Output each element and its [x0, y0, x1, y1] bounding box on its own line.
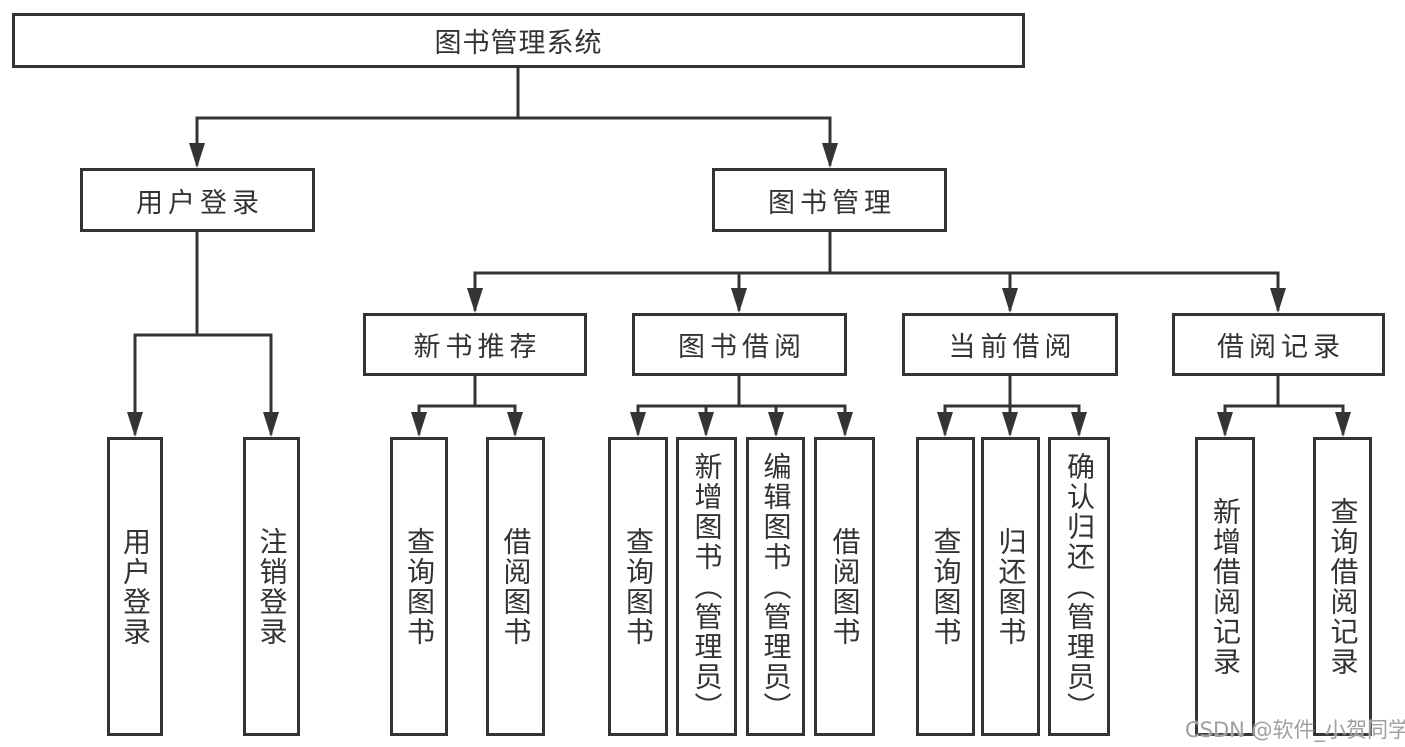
node-current-borrowing: 当前借阅 [902, 313, 1118, 376]
arrow-down-icon [467, 288, 483, 313]
arrow-down-icon [1002, 288, 1018, 313]
leaf-borrow-books-recommend: 借阅图书 [486, 437, 545, 736]
leaf-user-login: 用户登录 [107, 437, 163, 736]
leaf-query-books-current: 查询图书 [916, 437, 975, 736]
arrow-down-icon [731, 288, 747, 313]
node-label: 图书管理 [768, 187, 896, 219]
leaf-edit-books-admin: 编辑图书（管理员） [746, 437, 805, 736]
node-label: 新书推荐 [413, 332, 542, 363]
leaf-borrow-books-borrowing: 借阅图书 [814, 437, 875, 736]
leaf-add-borrow-record: 新增借阅记录 [1195, 437, 1255, 736]
arrow-down-icon [1335, 412, 1351, 437]
arrow-down-icon [837, 412, 853, 437]
node-user-login: 用户登录 [80, 168, 315, 232]
connector-lines [133, 66, 1345, 435]
leaf-query-books-recommend: 查询图书 [390, 437, 448, 736]
arrow-down-icon [127, 412, 143, 437]
arrow-down-icon [1270, 288, 1286, 313]
node-label: 借阅图书 [499, 526, 533, 647]
arrow-down-icon [822, 143, 838, 168]
node-label: 图书借阅 [678, 332, 806, 363]
node-label: 注销登录 [255, 526, 289, 647]
leaf-add-books-admin: 新增图书（管理员） [676, 437, 737, 736]
node-borrowing-records: 借阅记录 [1172, 313, 1385, 376]
node-book-management: 图书管理 [712, 168, 947, 232]
node-label: 当前借阅 [948, 332, 1077, 363]
arrow-down-icon [768, 412, 784, 437]
node-label: 借阅记录 [1217, 332, 1345, 363]
node-new-book-recommendation: 新书推荐 [363, 313, 587, 376]
watermark: CSDN @软件_小贺同学 [1185, 718, 1405, 742]
arrow-down-icon [189, 143, 205, 168]
leaf-query-borrow-record: 查询借阅记录 [1313, 437, 1372, 736]
arrow-down-icon [698, 412, 714, 437]
arrow-down-icon [1002, 412, 1018, 437]
leaf-query-books-borrowing: 查询图书 [608, 437, 668, 736]
arrow-down-icon [1071, 412, 1087, 437]
leaf-confirm-return-admin: 确认归还（管理员） [1048, 437, 1110, 736]
node-label: 编辑图书（管理员） [759, 451, 793, 722]
arrow-down-icon [263, 412, 279, 437]
arrow-down-icon [411, 412, 427, 437]
node-label: 新增图书（管理员） [690, 451, 724, 722]
node-label: 查询图书 [622, 526, 655, 647]
node-label: 查询图书 [929, 526, 963, 647]
arrow-down-icon [630, 412, 646, 437]
node-label: 图书管理系统 [434, 28, 603, 59]
leaf-return-books: 归还图书 [981, 437, 1040, 736]
leaf-logout: 注销登录 [243, 437, 300, 736]
arrowheads [127, 143, 1351, 437]
node-book-borrowing: 图书借阅 [632, 313, 847, 376]
node-label: 用户登录 [136, 187, 264, 219]
node-label: 确认归还（管理员） [1063, 451, 1096, 722]
arrow-down-icon [507, 412, 523, 437]
node-label: 新增借阅记录 [1209, 496, 1242, 677]
node-label: 归还图书 [994, 526, 1028, 647]
node-library-management-system: 图书管理系统 [12, 13, 1025, 68]
node-label: 查询图书 [403, 526, 436, 647]
node-label: 用户登录 [119, 526, 152, 647]
arrow-down-icon [1217, 412, 1233, 437]
arrow-down-icon [937, 412, 953, 437]
node-label: 查询借阅记录 [1326, 496, 1360, 677]
node-label: 借阅图书 [828, 526, 862, 647]
